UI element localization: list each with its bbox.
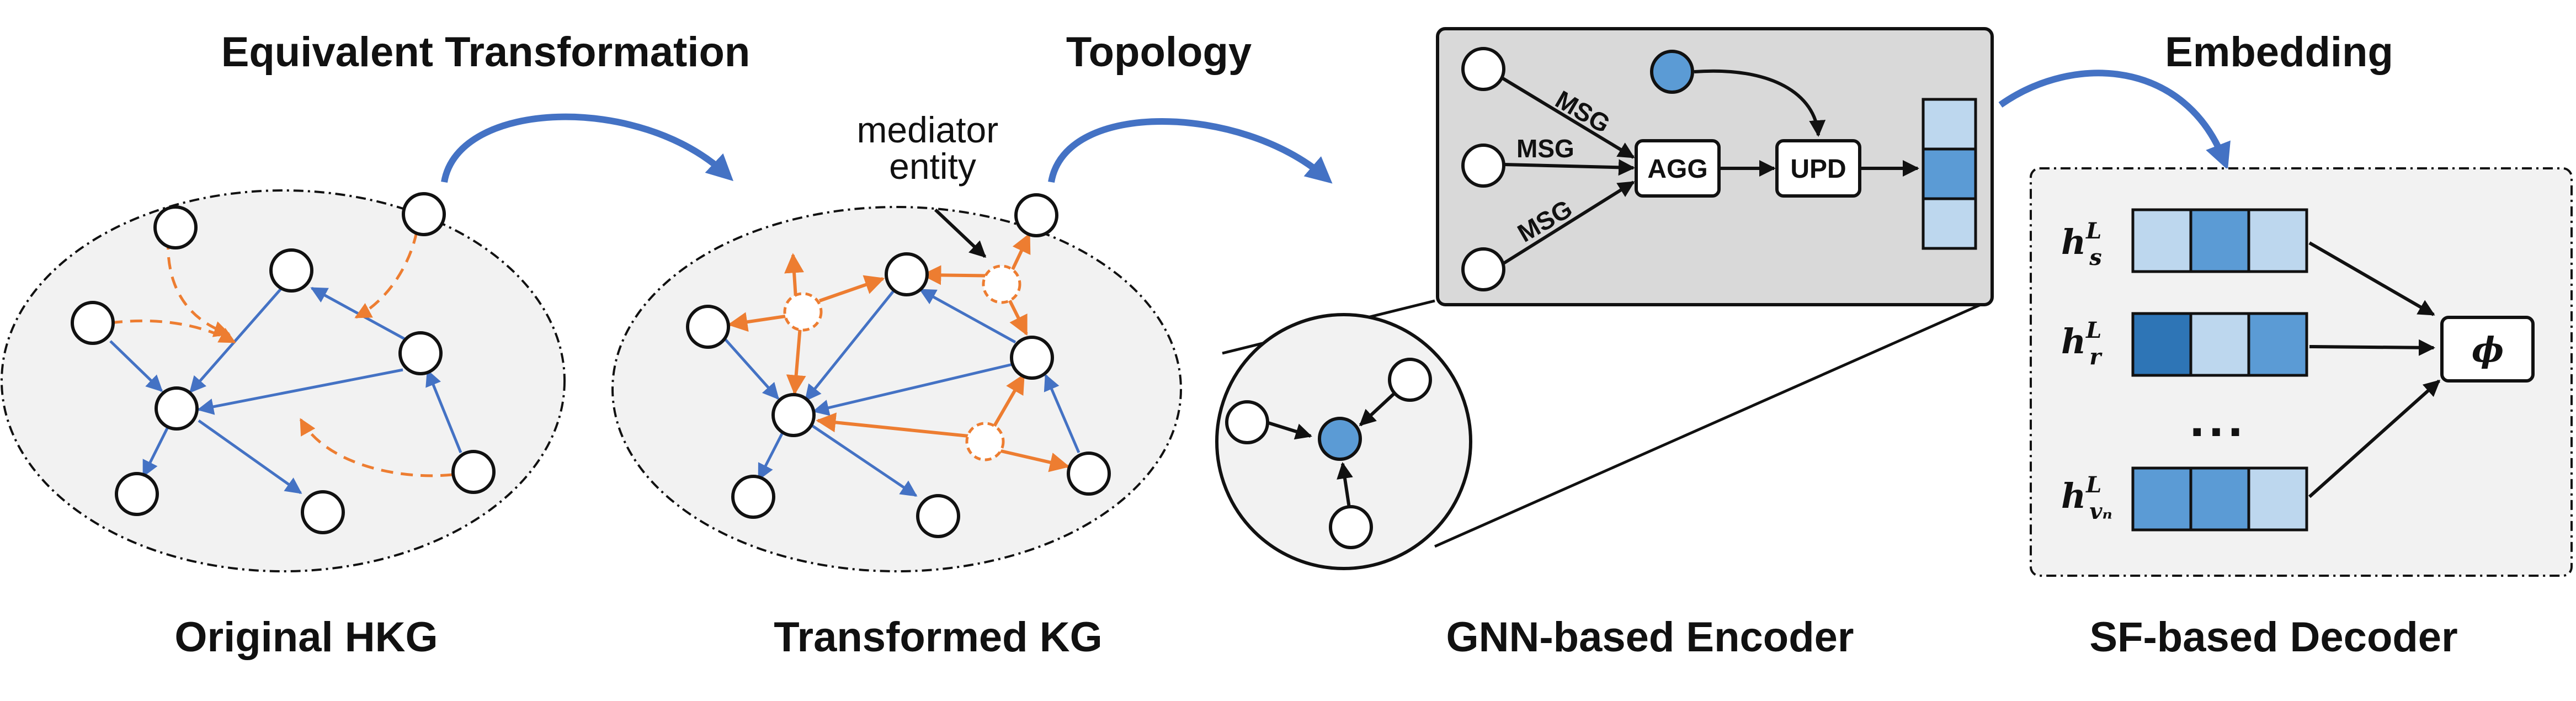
phi-label: ϕ xyxy=(2472,330,2504,370)
flow-arrow-transform xyxy=(441,113,734,183)
embedding-h-r xyxy=(2131,312,2308,377)
label-gnn-encoder: GNN-based Encoder xyxy=(1446,614,1854,661)
transformed-kg-graph xyxy=(611,193,1182,572)
embedding-h-vn xyxy=(2131,466,2308,532)
label-equivalent-transformation: Equivalent Transformation xyxy=(221,29,751,76)
mediator-entity-label: mediator entity xyxy=(856,109,1008,187)
gnn-encoder: MSG MSG MSG AGG UPD xyxy=(1215,27,1994,570)
flow-arrow-topology xyxy=(1048,118,1333,184)
msg-label-2: MSG xyxy=(1516,134,1574,163)
embedding-h-s xyxy=(2131,208,2308,273)
label-original-hkg: Original HKG xyxy=(174,614,438,661)
label-topology: Topology xyxy=(1066,29,1252,76)
ellipsis: ... xyxy=(2190,389,2247,448)
mediator-entity-label-line2: entity xyxy=(889,146,976,187)
agg-label: AGG xyxy=(1647,155,1707,184)
flow-arrow-embedding xyxy=(1998,70,2231,170)
upd-label: UPD xyxy=(1790,155,1846,184)
phi-box xyxy=(2440,316,2535,383)
encoder-output-vector xyxy=(1922,98,1977,250)
label-embedding: Embedding xyxy=(2165,29,2393,76)
label-sf-decoder: SF-based Decoder xyxy=(2089,614,2457,661)
label-transformed-kg: Transformed KG xyxy=(774,614,1102,661)
original-hkg-graph xyxy=(1,189,566,572)
